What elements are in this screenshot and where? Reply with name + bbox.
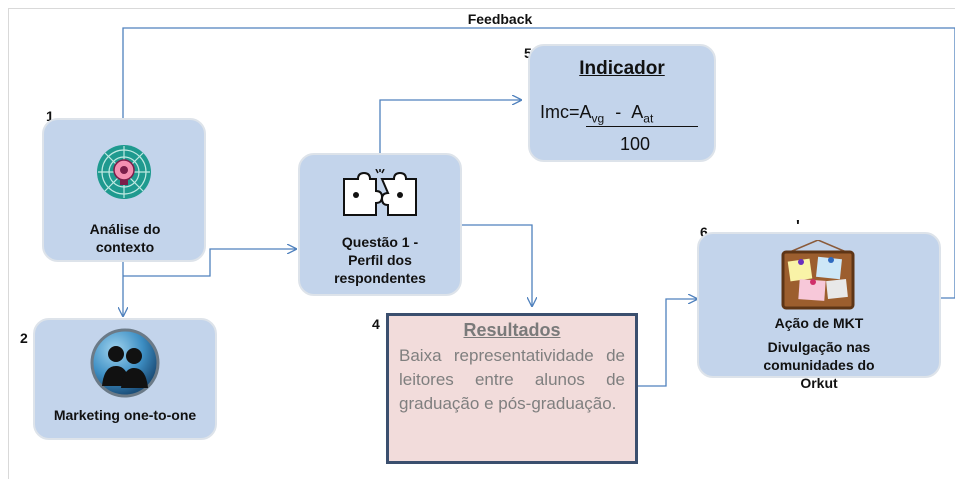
step-5-title: Indicador [579,58,665,79]
frame-left-line [8,8,9,479]
step-4-text: Baixa representatividade de leitores ent… [399,346,625,413]
formula-fraction-line [586,126,698,127]
step-2-label: Marketing one-to-one [53,407,197,423]
formula-a1: A [579,102,592,122]
step-5-box[interactable]: Indicador Imc=Avg - Aat 100 [528,44,716,162]
step-6-label: Divulgação nas comunidades do Orkut [763,339,875,391]
connector-3-to-5 [379,100,521,153]
step-6-mark: ' [796,218,800,235]
step-3-label: Questão 1 - Perfil dos respondentes [334,234,426,286]
formula-a2-sub: at [643,111,654,126]
step-1-label: Análise do contexto [89,221,161,255]
step-6-title: Ação de MKT [774,315,864,331]
feedback-connector [123,27,955,299]
bulletin-board-icon [781,240,855,310]
connector-3-to-4 [462,224,532,306]
step-3-box[interactable]: Questão 1 - Perfil dos respondentes [298,153,462,296]
frame-top-line [8,8,955,9]
step-6-box[interactable]: Ação de MKT Divulgação nas comunidades d… [697,232,941,391]
step-4-title: Resultados [463,320,561,340]
step-4-number: 4 [372,316,380,332]
connector-1-to-3 [123,249,296,277]
idea-network-icon [97,145,151,199]
step-1-box[interactable]: Análise do contexto [42,118,206,262]
feedback-label: Feedback [467,11,533,27]
step-4-result-box[interactable]: Resultados Baixa representatividade de l… [386,313,638,464]
puzzle-pieces-icon [343,169,417,216]
step-5-number: 5 [524,45,532,61]
connector-4-to-6 [638,299,697,387]
formula-denominator: 100 [620,134,651,154]
formula-lhs: Imc= [540,102,580,122]
formula-numerator: Imc=Avg - Aat [540,102,653,126]
formula-minus: - [615,102,622,122]
formula-a2: A [631,102,644,122]
step-2-number: 2 [20,330,28,346]
step-2-box[interactable]: Marketing one-to-one [33,318,217,440]
step-1-number: 1 [46,108,54,124]
step-6-number: 6 [700,224,708,240]
people-icon [90,328,160,398]
formula-a1-sub: vg [591,111,605,126]
